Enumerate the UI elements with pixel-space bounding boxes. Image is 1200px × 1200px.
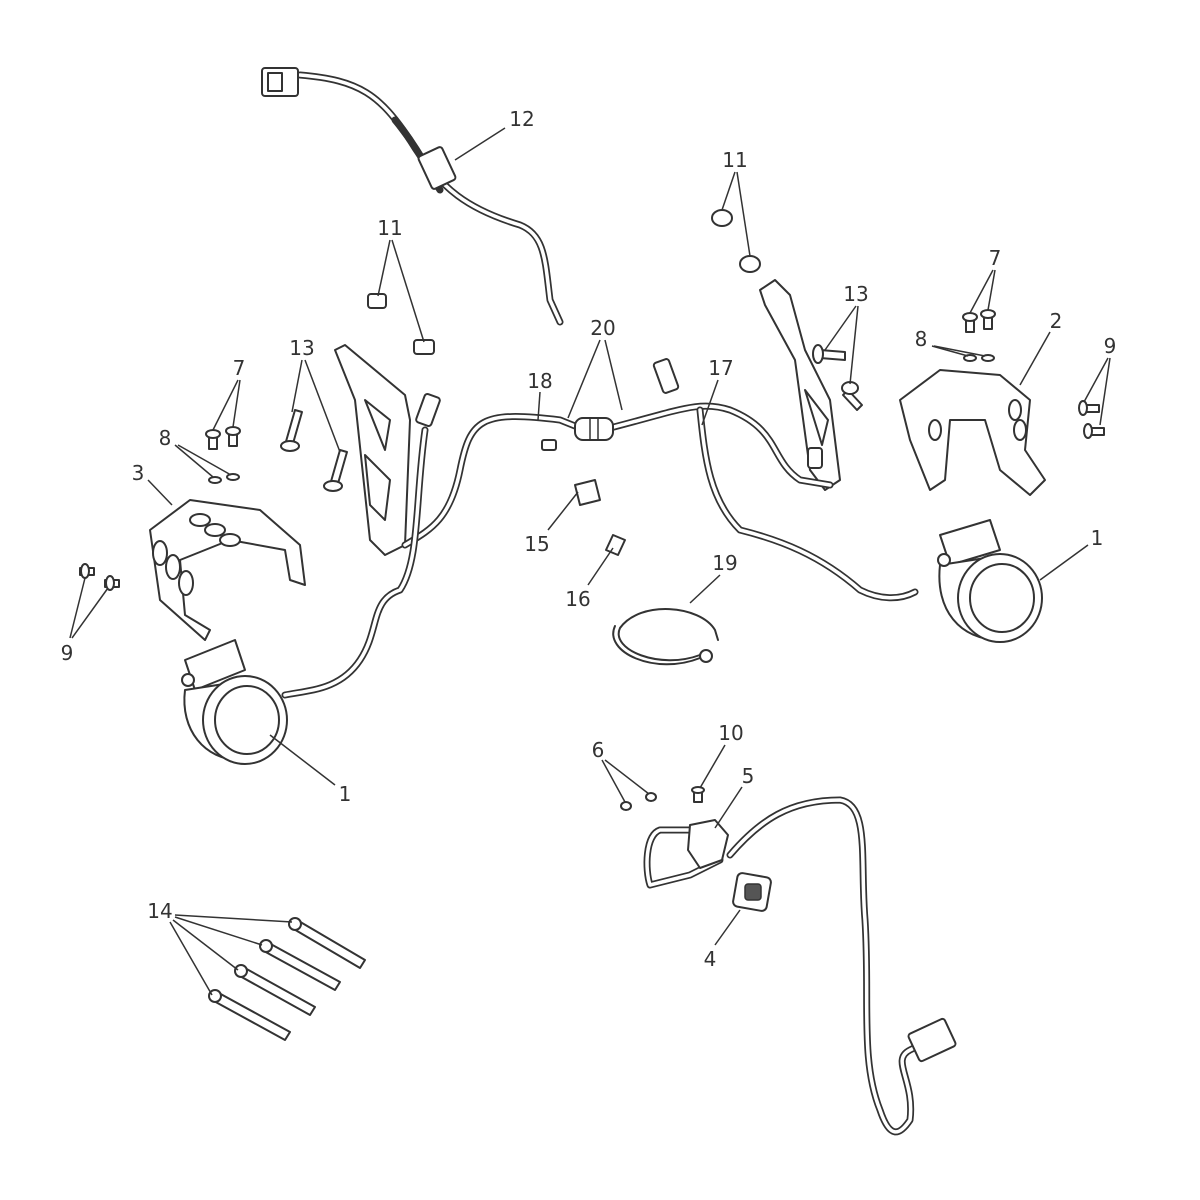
callout-18: 18 bbox=[527, 369, 552, 393]
part-15-clip bbox=[574, 479, 601, 506]
callout-7-right: 7 bbox=[989, 246, 1002, 270]
callout-8-left: 8 bbox=[159, 426, 172, 450]
callout-9-left: 9 bbox=[61, 641, 74, 665]
callout-labels: 12 11 11 13 13 7 7 8 8 3 2 9 9 18 20 17 … bbox=[61, 107, 1117, 971]
callout-4: 4 bbox=[704, 947, 717, 971]
callout-20: 20 bbox=[590, 316, 615, 340]
part-16-screw bbox=[605, 534, 626, 556]
callout-15: 15 bbox=[524, 532, 549, 556]
callout-17: 17 bbox=[708, 356, 733, 380]
callout-6: 6 bbox=[592, 738, 605, 762]
callout-9-right: 9 bbox=[1104, 334, 1117, 358]
part-2-right-cover bbox=[899, 369, 1046, 496]
callout-10: 10 bbox=[718, 721, 743, 745]
part-18-17-main-harness bbox=[281, 358, 919, 699]
callout-14: 14 bbox=[147, 899, 172, 923]
part-right-mount-bracket bbox=[759, 279, 841, 491]
callout-13-right: 13 bbox=[843, 282, 868, 306]
callout-5: 5 bbox=[742, 764, 755, 788]
part-12-harness bbox=[261, 67, 564, 326]
part-19-cable-tie bbox=[612, 608, 719, 666]
part-1-left-fog-lamp bbox=[181, 639, 288, 765]
callout-2: 2 bbox=[1050, 309, 1063, 333]
callout-3: 3 bbox=[132, 461, 145, 485]
part-1-right-fog-lamp bbox=[937, 519, 1043, 643]
part-4-5-switch-harness bbox=[620, 786, 957, 1136]
callout-1-left: 1 bbox=[339, 782, 352, 806]
leader-lines bbox=[69, 127, 1111, 996]
part-14-cable-ties bbox=[208, 917, 366, 1041]
callout-11-right: 11 bbox=[722, 148, 747, 172]
callout-1-right: 1 bbox=[1091, 526, 1104, 550]
callout-7-left: 7 bbox=[233, 356, 246, 380]
callout-13-left: 13 bbox=[289, 336, 314, 360]
callout-16: 16 bbox=[565, 587, 590, 611]
part-11-nuts bbox=[367, 209, 761, 355]
callout-8-right: 8 bbox=[915, 327, 928, 351]
part-3-left-cover bbox=[149, 499, 306, 641]
callout-11-left: 11 bbox=[377, 216, 402, 240]
callout-12: 12 bbox=[509, 107, 534, 131]
part-7-8-9-hardware bbox=[79, 309, 1105, 591]
part-13-bolts bbox=[280, 344, 863, 492]
callout-19: 19 bbox=[712, 551, 737, 575]
